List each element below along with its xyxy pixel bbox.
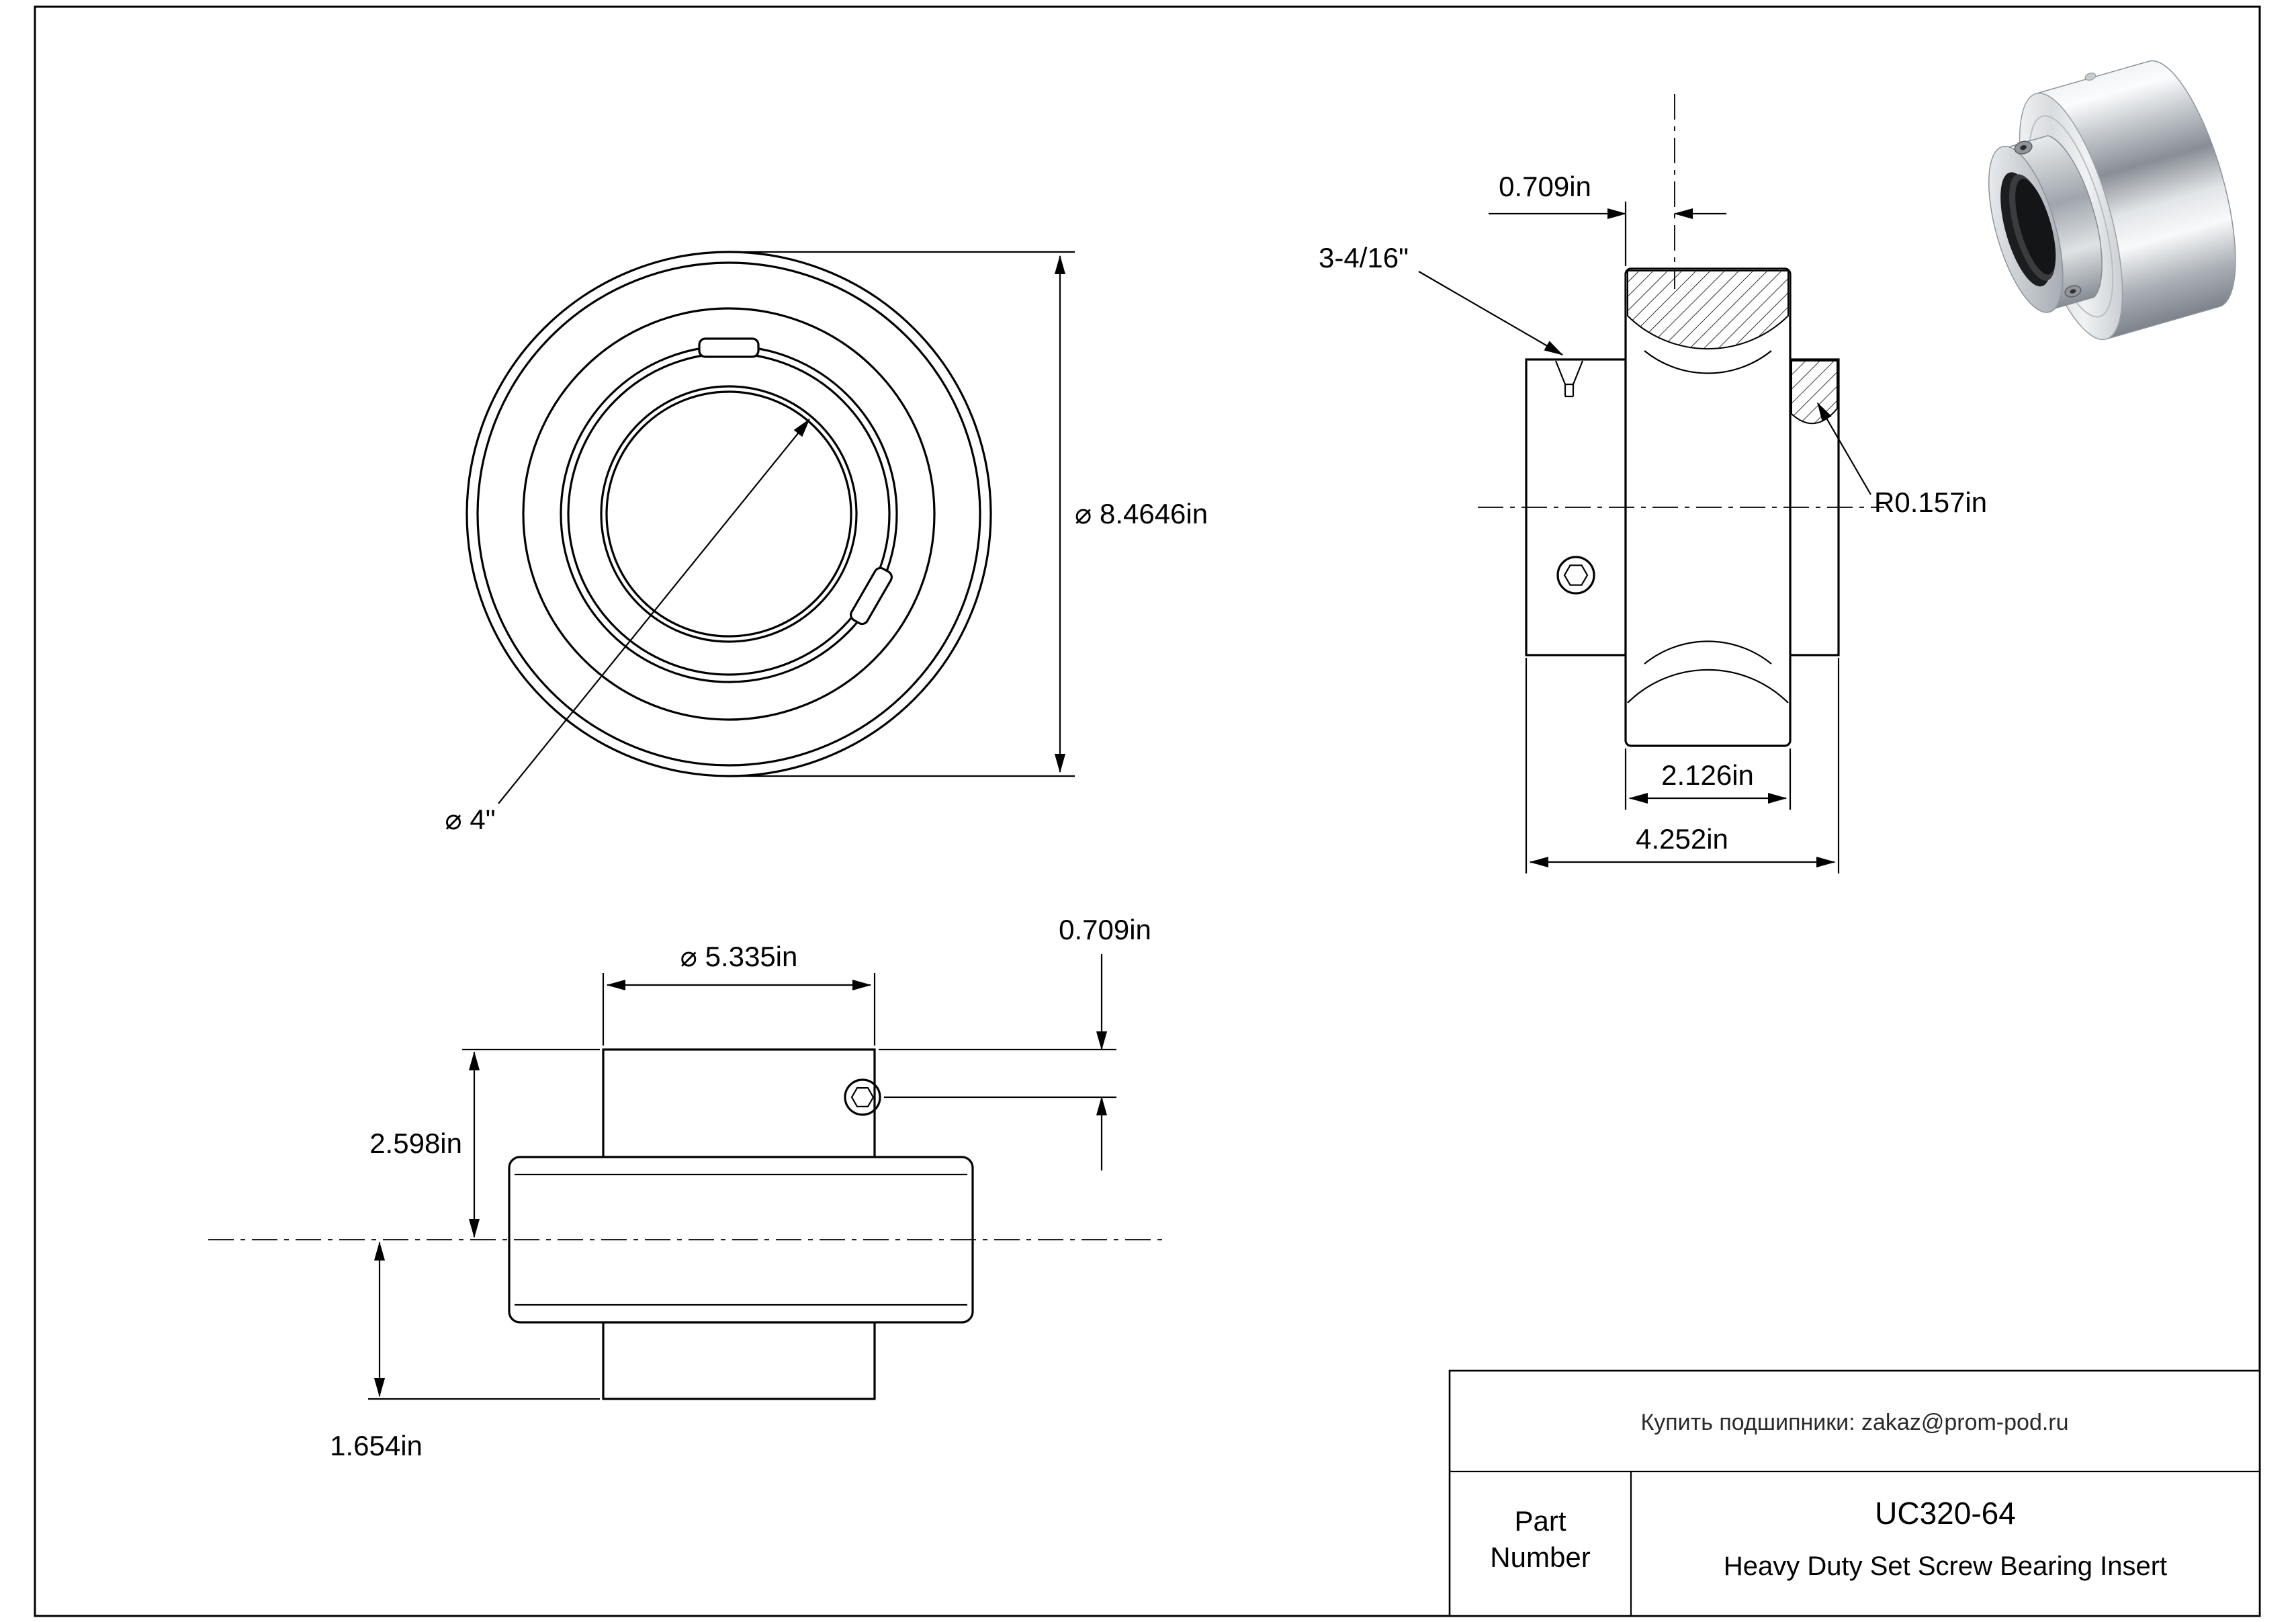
dim-center-to-collar-face: 2.598in (369, 1048, 600, 1238)
center-to-base-face-label: 1.654in (330, 1430, 423, 1461)
part-label-line1: Part (1514, 1505, 1566, 1537)
dim-profile-screw-offset: 0.709in (879, 914, 1151, 1170)
section-view: 0.709in 3-4/16" R0.157in 2.126in 4.252in (1319, 94, 1987, 873)
dim-collar-diameter: ⌀ 5.335in (602, 941, 876, 1045)
dim-outer-ring-width: 2.126in (1624, 749, 1792, 810)
dim-total-width: 4.252in (1525, 658, 1840, 873)
dim-front-outer-diameter: ⌀ 8.4646in (734, 251, 1208, 777)
inner-ring-edge-circle (567, 352, 891, 676)
set-screw-hex-section (1556, 556, 1595, 595)
raceway-arc-bottom (1627, 669, 1789, 703)
front-bore-diameter-label: ⌀ 4" (445, 804, 495, 835)
collar-diameter-label: ⌀ 5.335in (680, 941, 798, 972)
front-outer-diameter-label: ⌀ 8.4646in (1075, 498, 1208, 529)
collar-top-profile (602, 1048, 876, 1158)
outer-ring-od-circle (466, 251, 992, 777)
outer-ring-edge-circle (476, 261, 981, 767)
bore-circle (600, 385, 858, 643)
dim-fillet-radius: R0.157in (1817, 402, 1987, 518)
dim-section-screw-offset: 0.709in (1489, 171, 1726, 266)
section-hatch-fillet (1791, 360, 1838, 425)
total-width-label: 4.252in (1636, 823, 1728, 855)
set-screw-front-side (850, 566, 893, 626)
outer-ring-width-label: 2.126in (1661, 759, 1754, 791)
isometric-render (1988, 60, 2236, 341)
set-screw-front-top (698, 337, 760, 358)
part-number: UC320-64 (1875, 1496, 2016, 1531)
render-top-mark (2084, 73, 2096, 81)
profile-screw-offset-label: 0.709in (1059, 914, 1151, 945)
fillet-radius-label: R0.157in (1874, 486, 1987, 518)
part-label-line2: Number (1490, 1541, 1590, 1573)
bore-chamfer-circle (605, 390, 852, 638)
set-screw-hex-profile (844, 1078, 881, 1116)
collar-bottom-profile (602, 1321, 876, 1400)
front-view: ⌀ 8.4646in ⌀ 4" (445, 251, 1208, 835)
dim-center-to-base-face: 1.654in (330, 1241, 600, 1461)
title-block-border (1448, 1369, 2261, 1617)
inner-ring-od-circle (560, 345, 898, 683)
section-hatch-top (1627, 270, 1789, 350)
title-block: Купить подшипники: zakaz@prom-pod.ru Par… (1448, 1369, 2261, 1617)
dim-front-bore-diameter: ⌀ 4" (445, 418, 810, 835)
side-profile-view: ⌀ 5.335in 0.709in 2.598in 1.654in (208, 914, 1165, 1461)
ball-arc-bottom (1644, 640, 1772, 665)
render-set-screw-side (2064, 285, 2082, 298)
vendor-note: Купить подшипники: zakaz@prom-pod.ru (1640, 1410, 2068, 1435)
center-to-collar-face-label: 2.598in (369, 1127, 462, 1159)
drawing-frame (34, 5, 2261, 1617)
set-screw-size-label: 3-4/16" (1319, 242, 1409, 273)
render-bore-depth (2015, 178, 2056, 275)
outer-ring-bore-circle (522, 307, 936, 721)
part-description: Heavy Duty Set Screw Bearing Insert (1724, 1551, 2167, 1581)
set-screw-section (1554, 360, 1584, 398)
raceway-arc-top (1644, 350, 1772, 374)
section-screw-offset-label: 0.709in (1499, 171, 1591, 202)
render-set-screw-top (2014, 140, 2033, 155)
dim-set-screw-size: 3-4/16" (1319, 242, 1564, 355)
